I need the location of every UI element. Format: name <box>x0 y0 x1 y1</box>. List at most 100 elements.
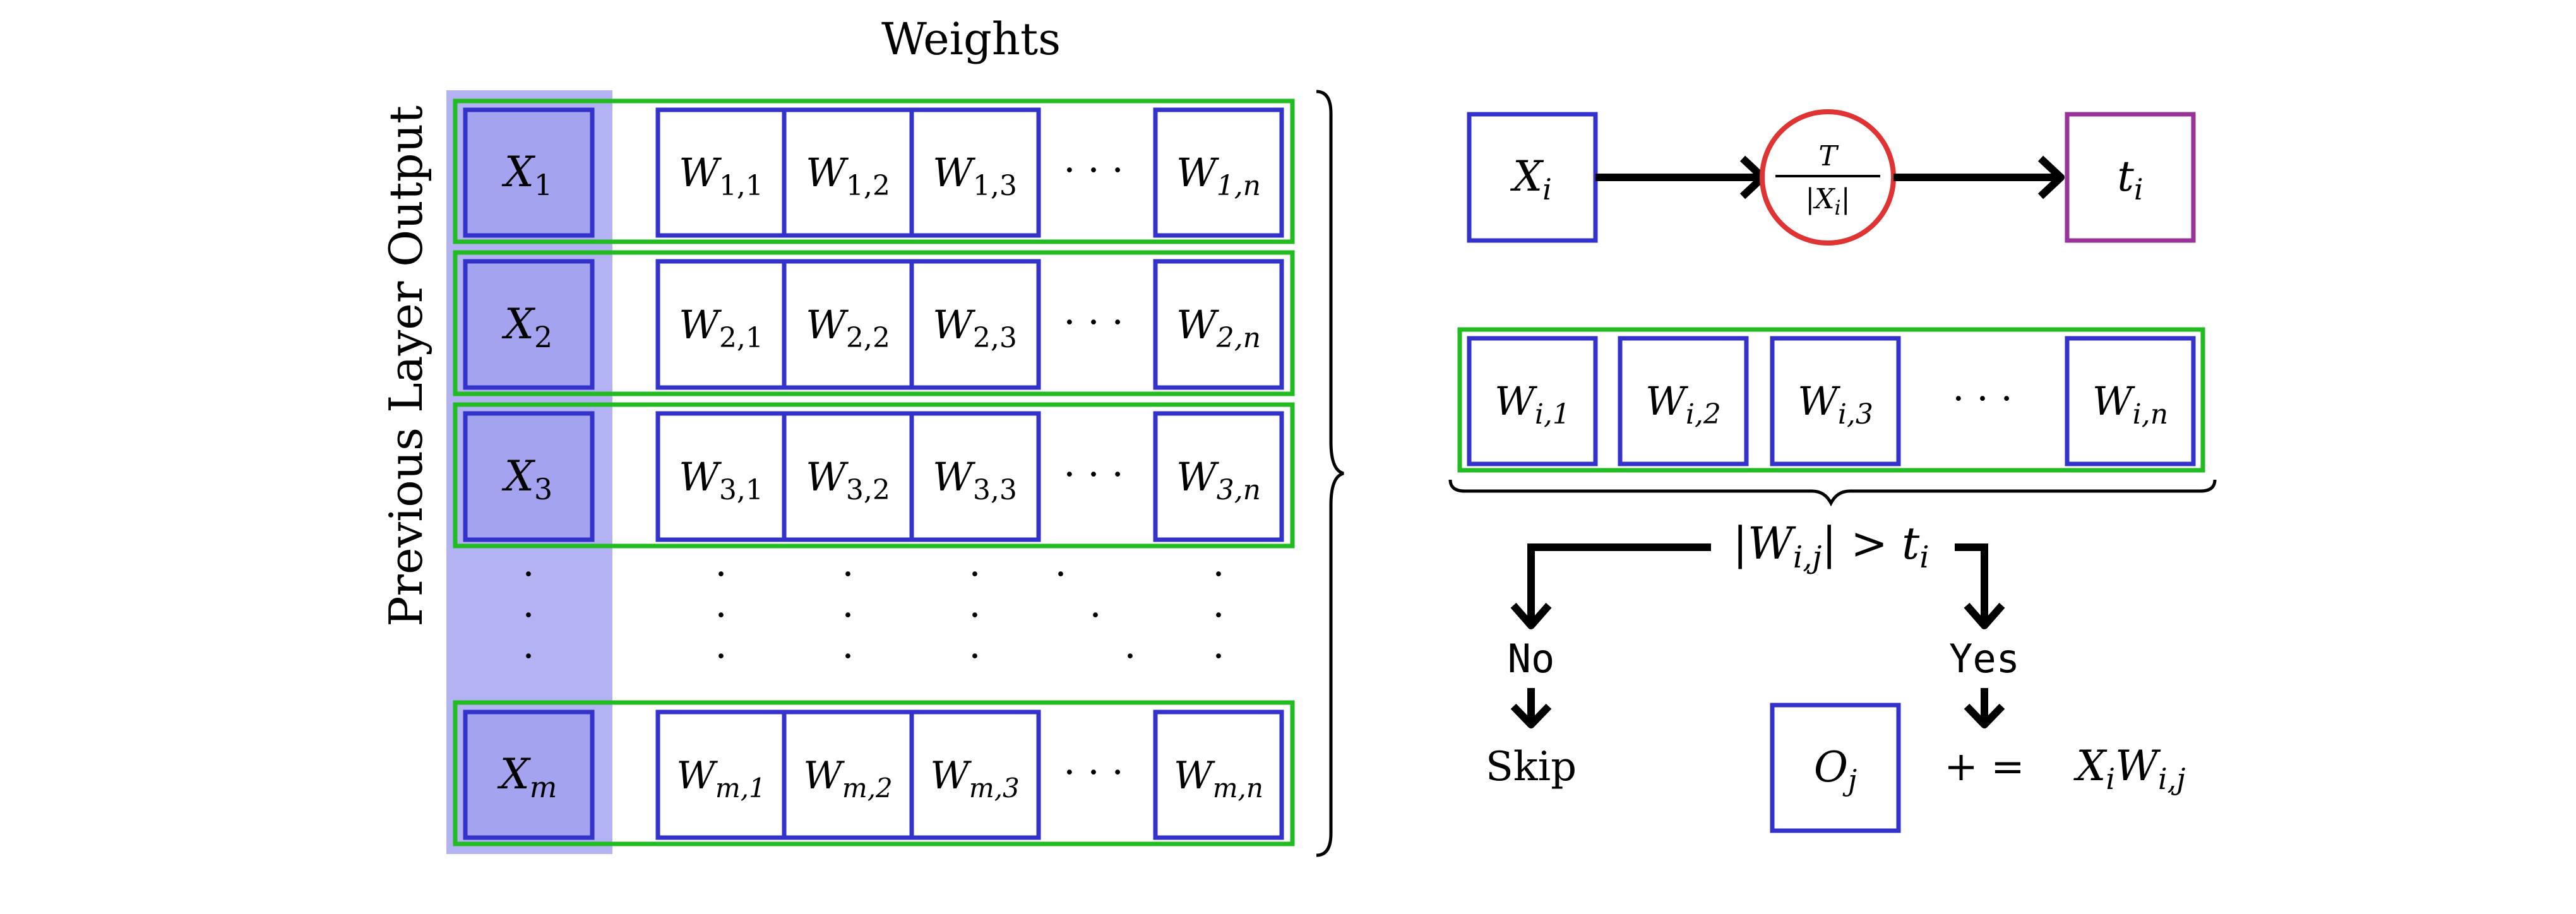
yes-label: Yes <box>1949 636 2020 682</box>
svg-text:·: · <box>1089 593 1101 638</box>
svg-text:·: · <box>842 634 854 679</box>
svg-text:·: · <box>715 552 727 596</box>
w-cell <box>909 107 1041 238</box>
svg-text:·: · <box>1212 593 1224 638</box>
condition-label: |Wi,j| > ti <box>1732 518 1929 575</box>
w-cell <box>909 259 1041 390</box>
fraction-denominator: |Xi| <box>1805 183 1850 220</box>
arrowhead <box>2037 155 2065 199</box>
w-cell-label: W1,3 <box>933 150 1017 202</box>
svg-text:·: · <box>969 552 981 596</box>
w-cell <box>1153 107 1284 238</box>
w-cell-label: Wi,2 <box>1645 378 1721 430</box>
w-cell <box>1153 411 1284 542</box>
row-outline <box>453 250 1295 396</box>
svg-text:·: · <box>522 634 534 679</box>
matrix-right-brace <box>1316 90 1344 857</box>
w-cell-label: Wi,1 <box>1494 378 1570 430</box>
weight-row-underbrace <box>1448 479 2217 507</box>
row-outline <box>453 98 1295 244</box>
output-j-cell <box>1770 703 1901 833</box>
vdots-column: · · · <box>715 552 727 679</box>
svg-text:·: · <box>969 593 981 638</box>
matrix-row-2: X2 W2,1 W2,2 W2,3 · · · W2,n <box>453 250 1295 396</box>
w-cell-label: W2,3 <box>933 302 1017 354</box>
svg-text:·: · <box>715 634 727 679</box>
row-outline <box>453 700 1295 846</box>
weight-row-i: Wi,1 Wi,2 Wi,3 · · · Wi,n <box>1457 327 2205 473</box>
row-hdots: · · · <box>1063 148 1123 193</box>
vdots-column: · · · <box>969 552 981 679</box>
w-cell-label: W2,1 <box>679 302 763 354</box>
w-cell <box>1467 336 1598 466</box>
output-cell <box>2065 112 2196 243</box>
w-cell-label: W2,n <box>1176 302 1261 354</box>
weights-title: Weights <box>881 13 1061 65</box>
x-cell <box>463 709 595 840</box>
w-cell-label: W1,n <box>1176 150 1261 202</box>
threshold-flow: Xi T |Xi| ti <box>1467 109 2196 246</box>
side-label: Previous Layer Output <box>379 105 432 627</box>
yes-branch: Yes <box>1949 543 2020 728</box>
w-cell <box>2065 336 2196 466</box>
matrix-row-m: Xm Wm,1 Wm,2 Wm,3 · · · Wm,n <box>453 700 1295 846</box>
no-branch-connector <box>1527 543 1711 623</box>
arrowhead <box>1964 703 2005 728</box>
w-cell-label: Wi,n <box>2092 378 2168 430</box>
w-cell-label: Wm,n <box>1174 754 1263 804</box>
output-cell-label: ti <box>2117 152 2143 206</box>
row-hdots: · · · <box>1952 377 2012 421</box>
x-cell <box>463 259 595 390</box>
x-cell-label: X1 <box>501 148 552 202</box>
w-cell-label: W1,1 <box>679 150 763 202</box>
w-cell <box>1770 336 1901 466</box>
row-hdots: · · · <box>1063 300 1123 345</box>
w-cell-label: W2,2 <box>806 302 890 354</box>
no-label: No <box>1508 636 1555 682</box>
w-cell-label: Wm,2 <box>803 754 893 804</box>
x-cell-label: Xm <box>497 750 558 804</box>
w-cell <box>1153 709 1284 840</box>
w-cell-label: W3,1 <box>679 454 763 506</box>
row-hdots: · · · <box>1063 751 1123 795</box>
w-cell <box>782 259 914 390</box>
arrowhead <box>1510 703 1552 728</box>
svg-text:·: · <box>842 593 854 638</box>
yes-branch-connector <box>1955 543 1988 623</box>
w-cell-label: Wi,3 <box>1798 378 1873 430</box>
w-cell <box>1153 259 1284 390</box>
w-cell <box>909 411 1041 542</box>
w-cell-label: W3,2 <box>806 454 890 506</box>
w-cell <box>1618 336 1749 466</box>
vdots-column: · · · <box>842 552 854 679</box>
fraction-numerator: T <box>1818 140 1839 172</box>
arrowhead <box>1510 603 1552 629</box>
svg-text:·: · <box>522 593 534 638</box>
vdots-column: · · · <box>1212 552 1224 679</box>
update-expression: XiWi,j <box>2073 742 2185 796</box>
w-cell-label: W3,n <box>1176 454 1261 506</box>
matrix-row-1: X1 W1,1 W1,2 W1,3 · · · W1,n <box>453 98 1295 244</box>
x-cell-label: X3 <box>501 452 552 506</box>
accumulate-update: Oj + = XiWi,j <box>1770 703 2186 833</box>
matrix-row-3: X3 W3,1 W3,2 W3,3 · · · W3,n <box>453 402 1295 549</box>
plus-equals: + = <box>1944 744 2025 790</box>
vertical-dots: · · · · · · · · · · · · · · · · · · <box>522 552 1224 679</box>
input-cell <box>1467 112 1598 243</box>
w-cell <box>909 709 1041 840</box>
output-j-label: Oj <box>1814 743 1857 797</box>
ddots-diagonal: · · · <box>1054 552 1136 679</box>
svg-text:·: · <box>1212 552 1224 596</box>
w-cell <box>655 411 787 542</box>
w-cell <box>782 107 914 238</box>
svg-text:·: · <box>1212 634 1224 679</box>
svg-text:·: · <box>1124 634 1136 679</box>
row-hdots: · · · <box>1063 453 1123 497</box>
input-cell-label: Xi <box>1510 152 1552 206</box>
x-cell <box>463 107 595 238</box>
vdots-column: · · · <box>522 552 534 679</box>
svg-text:·: · <box>1054 552 1066 596</box>
svg-text:·: · <box>715 593 727 638</box>
svg-text:·: · <box>522 552 534 596</box>
